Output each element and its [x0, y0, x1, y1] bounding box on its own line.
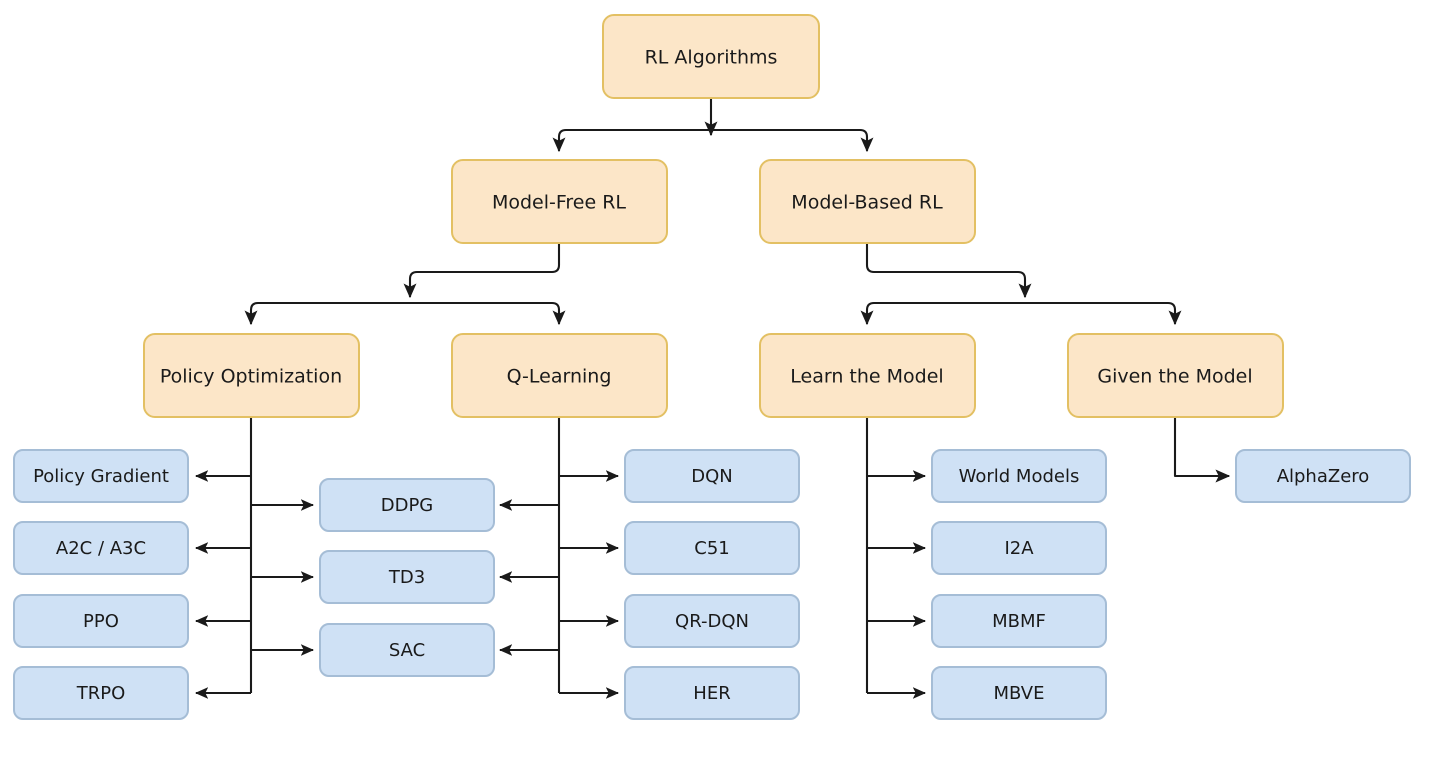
node-policy-optimization-box[interactable] — [143, 333, 360, 418]
node-learn-the-model-box[interactable] — [759, 333, 976, 418]
node-dqn-box[interactable] — [624, 449, 800, 503]
node-q-learning-box[interactable] — [451, 333, 668, 418]
node-learn-the-model[interactable]: Learn the Model — [759, 333, 976, 418]
node-alphazero-box[interactable] — [1235, 449, 1411, 503]
node-mbve[interactable]: MBVE — [931, 666, 1107, 720]
edge-root-to-model-based — [711, 128, 874, 153]
node-q-learning[interactable]: Q-Learning — [451, 333, 668, 418]
node-world-models-box[interactable] — [931, 449, 1107, 503]
node-c51[interactable]: C51 — [624, 521, 800, 575]
node-i2a-box[interactable] — [931, 521, 1107, 575]
node-model-free-rl-box[interactable] — [451, 159, 668, 244]
node-her-box[interactable] — [624, 666, 800, 720]
node-a2c-a3c[interactable]: A2C / A3C — [13, 521, 189, 575]
node-mbmf[interactable]: MBMF — [931, 594, 1107, 648]
node-policy-optimization[interactable]: Policy Optimization — [143, 333, 360, 418]
node-c51-box[interactable] — [624, 521, 800, 575]
node-mbmf-box[interactable] — [931, 594, 1107, 648]
node-qr-dqn[interactable]: QR-DQN — [624, 594, 800, 648]
node-trpo[interactable]: TRPO — [13, 666, 189, 720]
node-model-based-rl[interactable]: Model-Based RL — [759, 159, 976, 244]
edge-gtm-to-alphazero — [1173, 417, 1231, 483]
edge-model-based-stem — [865, 244, 1032, 299]
node-ppo-box[interactable] — [13, 594, 189, 648]
edge-model-free-stem — [403, 244, 561, 299]
node-world-models[interactable]: World Models — [931, 449, 1107, 503]
node-sac-box[interactable] — [319, 623, 495, 677]
node-model-based-rl-box[interactable] — [759, 159, 976, 244]
edge-group — [194, 99, 1231, 699]
node-rl-algorithms-box[interactable] — [602, 14, 820, 99]
node-policy-gradient[interactable]: Policy Gradient — [13, 449, 189, 503]
node-alphazero[interactable]: AlphaZero — [1235, 449, 1411, 503]
node-i2a[interactable]: I2A — [931, 521, 1107, 575]
edge-model-based-to-learn-the-model — [860, 301, 1025, 326]
node-policy-gradient-box[interactable] — [13, 449, 189, 503]
node-given-the-model[interactable]: Given the Model — [1067, 333, 1284, 418]
node-ppo[interactable]: PPO — [13, 594, 189, 648]
node-dqn[interactable]: DQN — [624, 449, 800, 503]
node-a2c-a3c-box[interactable] — [13, 521, 189, 575]
edge-model-free-to-policy-optimization — [244, 301, 410, 326]
node-sac[interactable]: SAC — [319, 623, 495, 677]
node-ddpg[interactable]: DDPG — [319, 478, 495, 532]
node-given-the-model-box[interactable] — [1067, 333, 1284, 418]
edge-root-to-model-free — [552, 128, 711, 153]
node-td3-box[interactable] — [319, 550, 495, 604]
node-model-free-rl[interactable]: Model-Free RL — [451, 159, 668, 244]
node-td3[interactable]: TD3 — [319, 550, 495, 604]
node-mbve-box[interactable] — [931, 666, 1107, 720]
edge-model-based-to-given-the-model — [1025, 301, 1182, 326]
node-her[interactable]: HER — [624, 666, 800, 720]
node-trpo-box[interactable] — [13, 666, 189, 720]
node-qr-dqn-box[interactable] — [624, 594, 800, 648]
node-rl-algorithms[interactable]: RL Algorithms — [602, 14, 820, 99]
edge-model-free-to-q-learning — [410, 301, 566, 326]
node-ddpg-box[interactable] — [319, 478, 495, 532]
